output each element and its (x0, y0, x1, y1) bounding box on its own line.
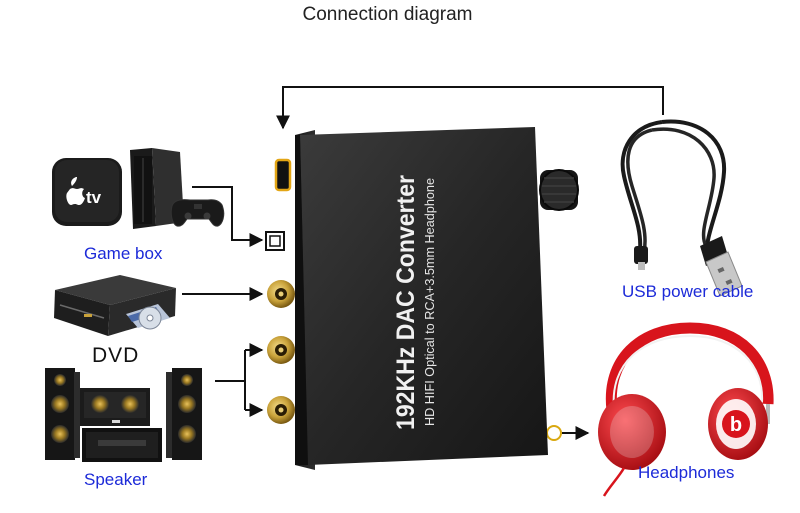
diagram-title: Connection diagram (302, 4, 473, 25)
volume-knob (539, 169, 579, 211)
left-tower-speaker (45, 368, 80, 460)
connection-lines (182, 86, 664, 440)
device-top-panel (300, 127, 548, 465)
apple-tv-text: tv (86, 188, 102, 207)
device-sub-text: HD HIFI Optical to RCA+3.5mm Headphone (423, 178, 437, 426)
headphones-icon: b (598, 322, 774, 497)
game-controller-icon (170, 199, 225, 227)
dvd-disc-icon (138, 306, 162, 330)
usb-power-cable-label: USB power cable (622, 282, 754, 301)
game-box-label: Game box (84, 244, 163, 263)
speaker-system-icon (45, 368, 202, 462)
device-bevel (295, 135, 308, 465)
gamebox-to-optical-line (192, 186, 264, 247)
headphone-jack-icon (546, 425, 562, 441)
usb-cable-icon (620, 119, 743, 297)
rca-port-1 (267, 280, 295, 308)
dvd-player-icon (54, 275, 176, 336)
micro-usb-port (274, 158, 292, 192)
rca-port-3 (267, 396, 295, 424)
usb-to-device-line (276, 86, 664, 130)
dac-converter-device: 192KHz DAC Converter HD HIFI Optical to … (265, 127, 579, 470)
headphones-logo-text: b (730, 414, 742, 436)
speaker-label: Speaker (84, 470, 148, 489)
usb-a-plug (700, 236, 743, 297)
rca-port-2 (267, 336, 295, 364)
left-ear-cup (598, 394, 666, 470)
apple-tv-icon: tv (52, 158, 122, 226)
headphones-label: Headphones (638, 463, 735, 482)
device-model-text: 192KHz DAC Converter (392, 175, 420, 430)
micro-usb-plug (634, 246, 648, 270)
optical-port-inner (269, 235, 281, 247)
center-speaker (80, 388, 150, 426)
speaker-to-rca-line (215, 349, 262, 411)
headphones-cord (602, 467, 626, 497)
subwoofer-speaker (82, 428, 162, 462)
optical-port-icon (265, 231, 285, 251)
dvd-label: DVD (92, 344, 140, 367)
right-tower-speaker (166, 368, 202, 460)
